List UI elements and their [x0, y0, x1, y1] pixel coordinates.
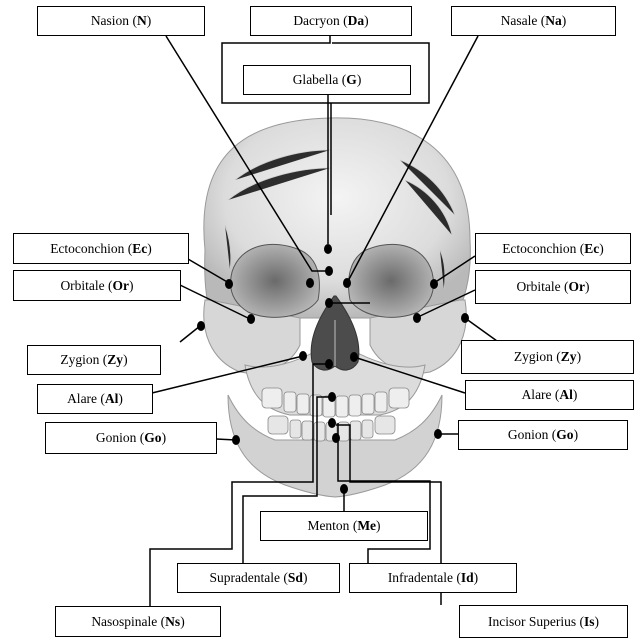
label-alare-right-abbr: Al	[105, 391, 119, 407]
point-supradentale	[328, 392, 336, 402]
label-ectoconchion-right-name: Ectoconchion	[50, 241, 124, 257]
right-orbit	[231, 244, 320, 317]
label-orbitale-left-abbr: Or	[569, 279, 586, 295]
label-zygion-right-abbr: Zy	[107, 352, 123, 368]
label-zygion-left-abbr: Zy	[561, 349, 577, 365]
label-nasospinale: Nasospinale (Ns)	[55, 606, 221, 637]
label-menton-name: Menton	[307, 518, 349, 534]
label-gonion-right-name: Gonion	[96, 430, 137, 446]
label-orbitale-left-name: Orbitale	[516, 279, 560, 295]
point-ectoconchion-l	[430, 279, 438, 289]
label-orbitale-right: Orbitale (Or)	[13, 270, 181, 301]
label-dacryon-abbr: Da	[348, 13, 365, 29]
point-gonion-r	[232, 435, 240, 445]
label-glabella: Glabella (G)	[243, 65, 411, 95]
label-gonion-left-name: Gonion	[508, 427, 549, 443]
label-dacryon-name: Dacryon	[293, 13, 339, 29]
label-gonion-right-abbr: Go	[144, 430, 161, 446]
label-supradentale-name: Supradentale	[210, 570, 280, 586]
point-zygion-l	[461, 313, 469, 323]
label-nasospinale-abbr: Ns	[165, 614, 180, 630]
point-gonion-l	[434, 429, 442, 439]
label-ectoconchion-left: Ectoconchion (Ec)	[475, 233, 631, 264]
label-glabella-name: Glabella	[293, 72, 339, 88]
label-nasale: Nasale (Na)	[451, 6, 616, 36]
label-infradentale-name: Infradentale	[388, 570, 453, 586]
label-zygion-left: Zygion (Zy)	[461, 340, 634, 374]
leader-zygion-l	[465, 318, 497, 341]
point-ectoconchion-r	[225, 279, 233, 289]
label-zygion-left-name: Zygion	[514, 349, 553, 365]
label-incisor-superius-abbr: Is	[584, 614, 595, 630]
label-ectoconchion-right-abbr: Ec	[132, 241, 147, 257]
label-alare-right-name: Alare	[67, 391, 97, 407]
label-menton: Menton (Me)	[260, 511, 428, 541]
label-glabella-abbr: G	[346, 72, 357, 88]
label-supradentale-abbr: Sd	[288, 570, 303, 586]
point-dacryon	[306, 278, 314, 288]
label-orbitale-right-abbr: Or	[113, 278, 130, 294]
label-alare-right: Alare (Al)	[37, 384, 153, 414]
point-nasion	[325, 266, 333, 276]
point-infradentale	[328, 418, 336, 428]
label-infradentale-abbr: Id	[461, 570, 474, 586]
point-zygion-r	[197, 321, 205, 331]
label-ectoconchion-left-name: Ectoconchion	[502, 241, 576, 257]
label-nasion-abbr: N	[137, 13, 147, 29]
label-ectoconchion-left-abbr: Ec	[584, 241, 599, 257]
point-orbitale-r	[247, 314, 255, 324]
point-glabella	[324, 244, 332, 254]
label-orbitale-left: Orbitale (Or)	[475, 270, 631, 304]
point-menton	[340, 484, 348, 494]
point-nasospinale	[325, 359, 333, 369]
point-orbitale-l	[413, 313, 421, 323]
label-menton-abbr: Me	[357, 518, 376, 534]
label-gonion-left: Gonion (Go)	[458, 420, 628, 450]
label-incisor-superius-name: Incisor Superius	[488, 614, 576, 630]
label-infradentale: Infradentale (Id)	[349, 563, 517, 593]
label-orbitale-right-name: Orbitale	[60, 278, 104, 294]
label-alare-left-abbr: Al	[559, 387, 573, 403]
leader-zygion-r	[180, 326, 200, 342]
label-alare-left: Alare (Al)	[465, 380, 634, 410]
point-nasale	[343, 278, 351, 288]
point-incisor-superius	[332, 433, 340, 443]
label-incisor-superius: Incisor Superius (Is)	[459, 605, 628, 638]
label-nasion-name: Nasion	[91, 13, 129, 29]
label-dacryon: Dacryon (Da)	[250, 6, 412, 36]
label-alare-left-name: Alare	[522, 387, 552, 403]
label-zygion-right-name: Zygion	[60, 352, 99, 368]
label-supradentale: Supradentale (Sd)	[177, 563, 340, 593]
point-alare-r	[299, 351, 307, 361]
label-ectoconchion-right: Ectoconchion (Ec)	[13, 233, 189, 264]
point-alare-l	[350, 352, 358, 362]
label-nasion: Nasion (N)	[37, 6, 205, 36]
point-nasale-center	[325, 298, 333, 308]
label-gonion-left-abbr: Go	[556, 427, 573, 443]
label-nasale-name: Nasale	[501, 13, 538, 29]
label-zygion-right: Zygion (Zy)	[27, 345, 161, 375]
label-gonion-right: Gonion (Go)	[45, 422, 217, 454]
label-nasale-abbr: Na	[545, 13, 562, 29]
label-nasospinale-name: Nasospinale	[91, 614, 157, 630]
